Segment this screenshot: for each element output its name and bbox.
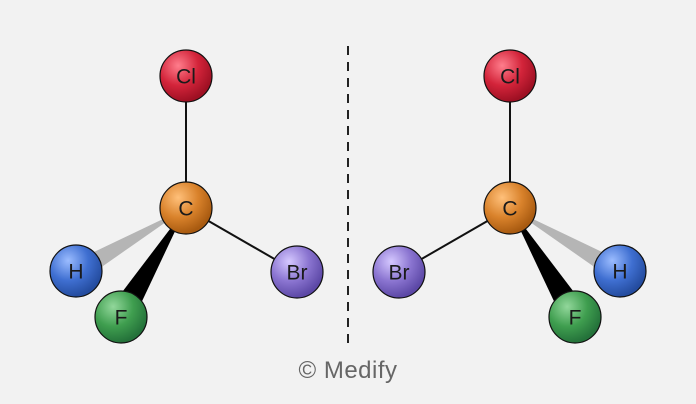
atom-cl-right bbox=[483, 49, 537, 103]
molecule-left: Cl C H F Br bbox=[49, 49, 324, 344]
atom-c-left-label: C bbox=[178, 198, 193, 221]
atom-f-left-label: F bbox=[115, 307, 128, 330]
atom-br-right-label: Br bbox=[389, 262, 410, 285]
atom-cl-right-label: Cl bbox=[500, 66, 520, 89]
atom-h-left-label: H bbox=[68, 261, 83, 284]
atom-f-left bbox=[94, 290, 148, 344]
atom-c-right-label: C bbox=[502, 198, 517, 221]
atom-h-left bbox=[49, 244, 103, 298]
atom-f-right-label: F bbox=[569, 307, 582, 330]
atom-cl-left bbox=[159, 49, 213, 103]
atom-br-right bbox=[372, 245, 426, 299]
hash-bond-c-h-left bbox=[73, 208, 186, 280]
atom-f-right bbox=[548, 290, 602, 344]
molecule-right: Cl C Br H F bbox=[372, 49, 647, 344]
atom-c-right bbox=[483, 181, 537, 235]
atom-h-right bbox=[593, 244, 647, 298]
wedge-bond-c-f-left bbox=[110, 208, 186, 314]
atom-h-right-label: H bbox=[612, 261, 627, 284]
wedge-bond-c-f-right bbox=[510, 208, 586, 314]
atom-c-left bbox=[159, 181, 213, 235]
copyright-credit: © Medify bbox=[298, 357, 398, 384]
hash-bond-c-h-right bbox=[510, 208, 623, 280]
atom-br-left-label: Br bbox=[287, 262, 308, 285]
atom-br-left bbox=[270, 245, 324, 299]
atom-cl-left-label: Cl bbox=[176, 66, 196, 89]
